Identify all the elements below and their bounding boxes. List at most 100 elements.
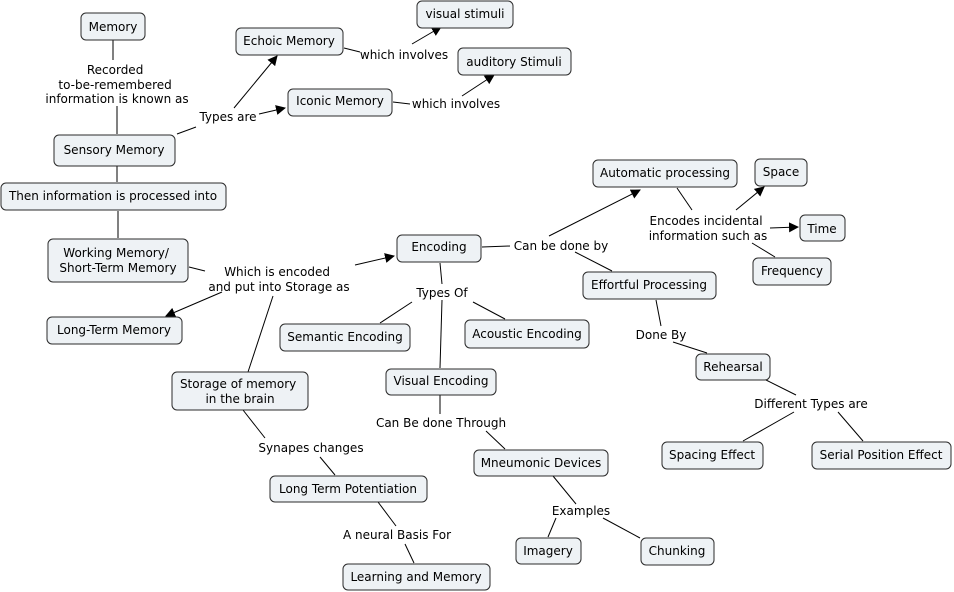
link-echoic-involves <box>343 47 361 53</box>
link-canbedone-effortful <box>574 251 613 272</box>
svg-text:Mneumonic Devices: Mneumonic Devices <box>481 456 602 470</box>
svg-text:Automatic processing: Automatic processing <box>600 166 730 180</box>
svg-text:Rehearsal: Rehearsal <box>703 360 762 374</box>
node-frequency[interactable]: Frequency <box>752 257 832 286</box>
svg-text:Visual Encoding: Visual Encoding <box>394 374 489 388</box>
node-space[interactable]: Space <box>754 158 808 187</box>
link-canbedone-automatic <box>548 189 641 237</box>
node-long-term-potentiation[interactable]: Long Term Potentiation <box>269 475 428 503</box>
node-acoustic-encoding[interactable]: Acoustic Encoding <box>464 319 590 349</box>
node-rehearsal[interactable]: Rehearsal <box>695 353 771 381</box>
node-iconic-memory[interactable]: Iconic Memory <box>287 88 393 117</box>
svg-text:visual stimuli: visual stimuli <box>425 7 504 21</box>
phrase-can-be-done-through: Can Be done Through <box>376 416 506 430</box>
link-encodes-space <box>735 186 765 211</box>
link-working-which <box>188 266 206 272</box>
node-memory[interactable]: Memory <box>80 12 146 41</box>
svg-text:Chunking: Chunking <box>649 544 706 558</box>
svg-text:Serial Position Effect: Serial Position Effect <box>820 448 943 462</box>
link-which-encoding <box>354 253 395 266</box>
node-chunking[interactable]: Chunking <box>640 537 715 566</box>
svg-text:auditory Stimuli: auditory Stimuli <box>466 55 561 69</box>
phrase-which-involves-1: which involves <box>360 48 448 62</box>
link-different-serial <box>837 411 864 442</box>
node-sensory-memory[interactable]: Sensory Memory <box>53 134 176 167</box>
link-automatic-encodes <box>676 187 693 211</box>
link-different-spacing <box>742 411 795 442</box>
link-encoding-typesof <box>439 262 443 285</box>
node-serial-position-effect[interactable]: Serial Position Effect <box>811 441 952 470</box>
svg-text:Iconic Memory: Iconic Memory <box>296 94 384 108</box>
link-rehearsal-different <box>765 379 797 396</box>
svg-text:Encoding: Encoding <box>411 240 466 254</box>
svg-text:Long-Term Memory: Long-Term Memory <box>57 323 171 337</box>
link-doneby-rehearsal <box>672 341 708 354</box>
phrase-encodes-incidental: Encodes incidental information such as <box>649 214 768 243</box>
svg-text:Long Term Potentiation: Long Term Potentiation <box>279 482 417 496</box>
svg-text:Imagery: Imagery <box>523 544 573 558</box>
svg-text:Acoustic Encoding: Acoustic Encoding <box>472 327 582 341</box>
node-learning-and-memory[interactable]: Learning and Memory <box>342 563 491 591</box>
link-mneumonic-examples <box>552 475 577 505</box>
node-visual-stimuli[interactable]: visual stimuli <box>416 0 514 29</box>
node-encoding[interactable]: Encoding <box>396 234 482 263</box>
phrase-can-be-done-by: Can be done by <box>514 239 608 253</box>
node-automatic-processing[interactable]: Automatic processing <box>592 159 738 188</box>
link-examples-imagery <box>547 517 557 538</box>
link-encodes-time <box>769 222 799 233</box>
link-synapes-ltp <box>319 456 336 476</box>
link-encodes-frequency <box>751 242 776 258</box>
node-time[interactable]: Time <box>799 214 846 242</box>
phrase-which-involves-2: which involves <box>412 97 500 111</box>
node-effortful-processing[interactable]: Effortful Processing <box>582 271 717 300</box>
link-which-storage <box>247 295 274 373</box>
svg-text:Then information is processed: Then information is processed into <box>8 189 217 203</box>
link-types-echoic <box>233 55 278 109</box>
link-typesof-acoustic <box>472 301 506 320</box>
node-long-term-memory[interactable]: Long-Term Memory <box>46 316 183 345</box>
phrase-neural-basis: A neural Basis For <box>343 528 451 542</box>
phrase-examples: Examples <box>552 504 610 518</box>
link-canbedone-mneumonic <box>485 430 506 450</box>
node-imagery[interactable]: Imagery <box>515 537 582 565</box>
node-storage-of-memory[interactable]: Storage of memory in the brain <box>171 371 309 411</box>
link-ltp-neural <box>377 501 397 527</box>
node-working-memory[interactable]: Working Memory/ Short-Term Memory <box>47 238 189 283</box>
svg-text:Time: Time <box>806 222 836 236</box>
link-involves-auditory <box>461 74 495 97</box>
node-mneumonic-devices[interactable]: Mneumonic Devices <box>473 449 609 477</box>
linking-phrases: Recorded to-be-remembered information is… <box>45 48 867 542</box>
node-echoic-memory[interactable]: Echoic Memory <box>235 27 344 56</box>
node-visual-encoding[interactable]: Visual Encoding <box>385 368 497 396</box>
svg-text:Sensory Memory: Sensory Memory <box>64 143 165 157</box>
link-effortful-doneby <box>655 299 662 327</box>
phrase-synapes-changes: Synapes changes <box>258 441 363 455</box>
phrase-different-types: Different Types are <box>754 397 867 411</box>
phrase-recorded: Recorded to-be-remembered information is… <box>45 63 188 106</box>
svg-text:Storage of memory in t: Storage of memory in the brain <box>180 377 300 406</box>
node-semantic-encoding[interactable]: Semantic Encoding <box>279 323 411 352</box>
svg-text:Frequency: Frequency <box>761 264 823 278</box>
phrase-which-is-encoded: Which is encoded and put into Storage as <box>208 265 349 294</box>
link-typesof-visual <box>439 299 443 369</box>
link-neural-learning <box>404 543 415 564</box>
svg-text:Memory: Memory <box>89 20 138 34</box>
svg-text:Effortful Processing: Effortful Processing <box>591 278 707 292</box>
svg-text:Space: Space <box>763 165 800 179</box>
link-examples-chunking <box>602 517 641 539</box>
link-encoding-canbedone <box>481 245 511 248</box>
link-iconic-involves <box>392 101 411 105</box>
link-involves-visual <box>411 26 442 45</box>
phrase-done-by: Done By <box>636 328 687 342</box>
node-then-processed[interactable]: Then information is processed into <box>0 182 227 211</box>
svg-text:Echoic Memory: Echoic Memory <box>243 34 335 48</box>
svg-text:Learning and Memory: Learning and Memory <box>350 570 481 584</box>
link-types-iconic <box>258 105 286 115</box>
node-spacing-effect[interactable]: Spacing Effect <box>661 441 764 470</box>
node-auditory-stimuli[interactable]: auditory Stimuli <box>457 47 572 76</box>
link-typesof-semantic <box>379 301 413 324</box>
link-sensory-types <box>176 126 197 135</box>
svg-text:Working Memory/ Short-: Working Memory/ Short-Term Memory <box>59 246 176 275</box>
